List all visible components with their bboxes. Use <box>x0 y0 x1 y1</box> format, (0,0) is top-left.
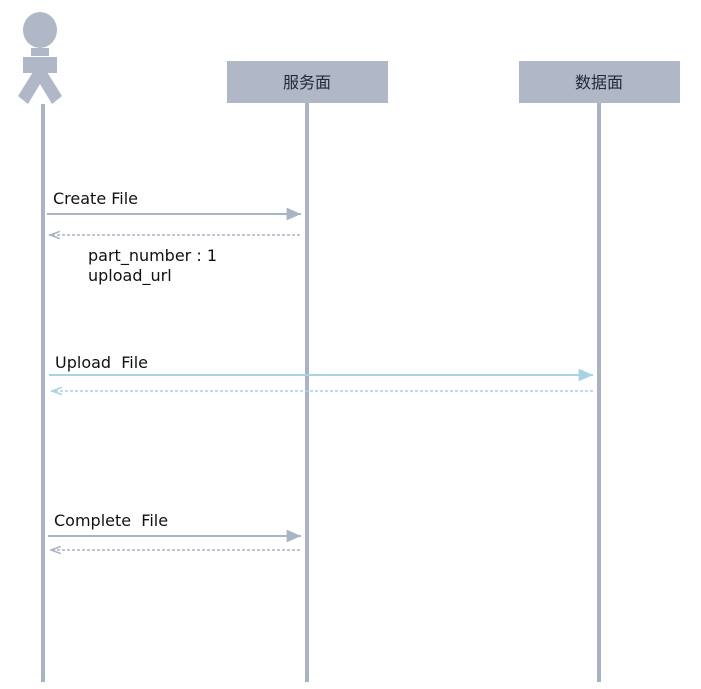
actor-icon <box>18 12 62 104</box>
participant-service: 服务面 <box>227 61 388 103</box>
participant-service-label: 服务面 <box>283 73 331 92</box>
message-label-complete-file: Complete File <box>54 511 168 530</box>
participant-data: 数据面 <box>519 61 680 103</box>
participant-data-label: 数据面 <box>575 73 623 92</box>
response-note-line-1: part_number : 1 <box>88 246 217 266</box>
message-label-create-file: Create File <box>53 189 138 208</box>
message-label-upload-file: Upload File <box>55 353 148 372</box>
response-note-line-2: upload_url <box>88 266 172 286</box>
